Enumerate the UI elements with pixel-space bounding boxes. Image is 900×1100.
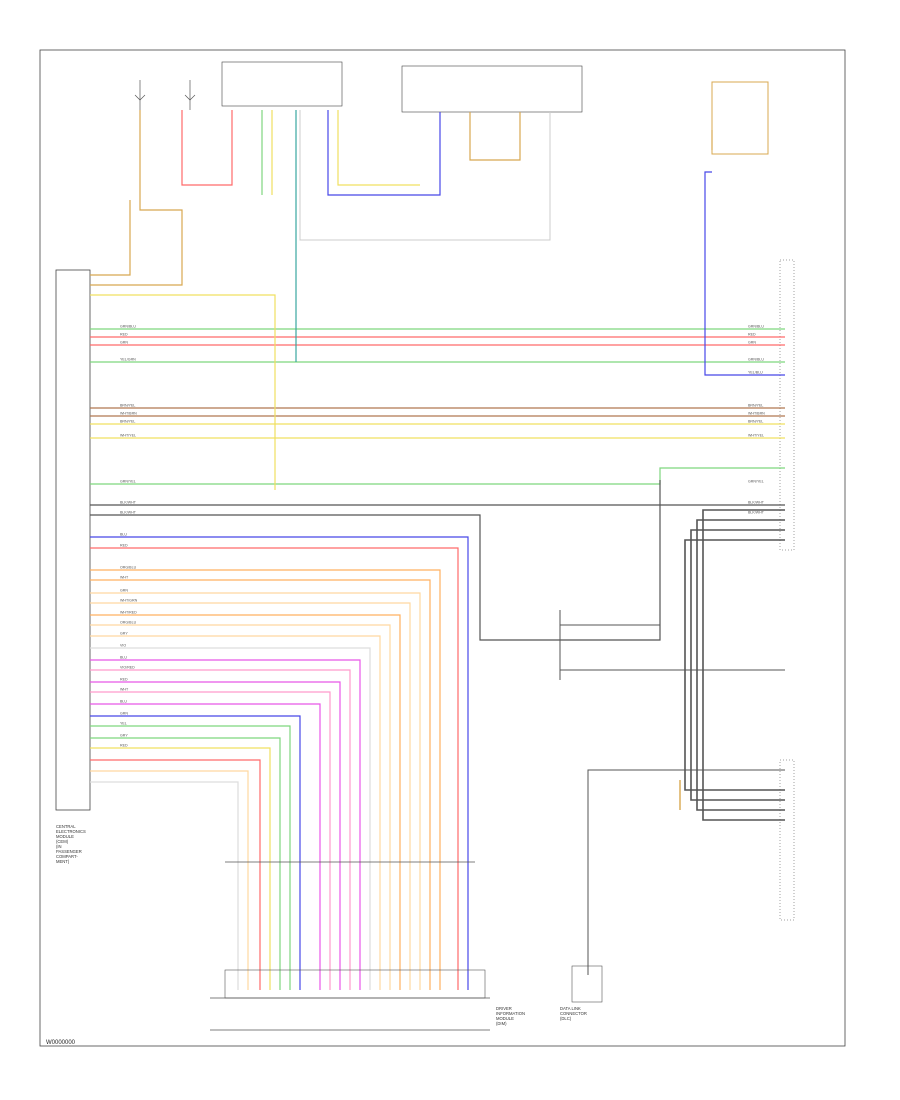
fan-wire-3 xyxy=(90,579,431,990)
bottom-connector-box xyxy=(224,969,486,999)
fan-wire-15 xyxy=(90,715,301,990)
fan-wire-12 xyxy=(90,681,341,990)
black-bundle-3 xyxy=(702,509,785,821)
wire-label-left: GRY xyxy=(120,632,128,636)
wire-tan-switch xyxy=(469,112,521,161)
wire-label-left: BRN/YEL xyxy=(120,420,135,424)
wire-label-left: RED xyxy=(120,678,128,682)
wire-label-left: RED xyxy=(120,544,128,548)
wire-blue-top xyxy=(327,110,441,196)
fan-wire-18 xyxy=(90,747,271,990)
wire-label-left: WHT xyxy=(120,576,129,580)
fan-wire-0 xyxy=(90,536,469,990)
wire-label-right: BRN/YEL xyxy=(748,420,763,424)
wire-label-left: GRN xyxy=(120,712,128,716)
fan-wire-11 xyxy=(90,669,351,990)
wire-yellow-top-2 xyxy=(337,110,420,186)
black-bundle-2 xyxy=(696,519,785,811)
black-bundle-1 xyxy=(690,529,785,801)
wire-label-left: YEL xyxy=(120,722,127,726)
right-lower-module-box xyxy=(779,259,795,551)
fan-wire-1 xyxy=(90,547,459,990)
wire-label-right: BRN/YEL xyxy=(748,404,763,408)
top-switch-box xyxy=(401,65,583,113)
fan-wire-7 xyxy=(90,624,391,990)
fan-wire-16 xyxy=(90,725,291,990)
wire-ground-right-2 xyxy=(90,480,661,641)
wire-label-left: BLK/WHT xyxy=(120,511,137,515)
wire-label-right: GRN xyxy=(748,341,756,345)
wire-label-left: BRN/YEL xyxy=(120,404,135,408)
fan-wire-2 xyxy=(90,569,441,990)
wire-label-left: WHT/YEL xyxy=(120,434,136,438)
diagram-frame xyxy=(39,49,846,1047)
wire-label-left: BLU xyxy=(120,700,127,704)
fan-wire-20 xyxy=(90,770,249,990)
fan-wire-4 xyxy=(90,592,421,990)
wire-label-left: WHT xyxy=(120,688,129,692)
wire-label-left: VIO xyxy=(120,644,126,648)
wire-label-left: BLK/WHT xyxy=(120,501,137,505)
top-left-fuses xyxy=(134,80,196,110)
wire-label-left: GRN xyxy=(120,341,128,345)
dim-connector-box xyxy=(779,759,795,921)
fan-wire-13 xyxy=(90,691,331,990)
wire-label-right: BLK/WHT xyxy=(748,511,765,515)
wire-label-left: RED xyxy=(120,744,128,748)
fan-wire-5 xyxy=(90,602,411,990)
wire-label-right: BLK/WHT xyxy=(748,501,765,505)
wire-label-right: WHT/YEL xyxy=(748,434,764,438)
wire-tan-top-left xyxy=(90,110,183,286)
fan-wire-6 xyxy=(90,614,401,990)
wire-label-left: ORG/BLU xyxy=(120,566,137,570)
fan-wire-14 xyxy=(90,703,321,990)
top-right-connector-box xyxy=(711,81,769,155)
footer-code: W0000000 xyxy=(46,1040,76,1046)
wire-label-left: GRN/BLU xyxy=(120,325,136,329)
wire-label-left: ORG/BLU xyxy=(120,621,137,625)
wire-label-right: GRN/BLU xyxy=(748,358,764,362)
wire-label-left: RED xyxy=(120,333,128,337)
wire-label-right: RED xyxy=(748,333,756,337)
wire-gray-top xyxy=(299,110,551,241)
wire-label-left: VIO/RED xyxy=(120,666,135,670)
fan-wire-10 xyxy=(90,659,361,990)
top-module-box xyxy=(221,61,343,107)
wire-label-left: GRN/YEL xyxy=(120,480,136,484)
wire-yellow-riser xyxy=(90,294,276,490)
fan-wire-9 xyxy=(90,647,371,990)
main-module-box xyxy=(55,269,91,811)
wire-label-left: WHT/BRN xyxy=(120,412,137,416)
wire-green-right xyxy=(90,467,785,485)
wire-tan-top-left-2 xyxy=(90,200,131,276)
wire-red-top xyxy=(181,110,233,186)
wire-label-right: GRN/BLU xyxy=(748,325,764,329)
fan-wire-17 xyxy=(90,737,281,990)
dlc-box xyxy=(571,965,603,1003)
wire-group: GRN/BLU RED GRN YEL/GRN BRN/YEL WHT/BRN BRN/YE… xyxy=(90,110,785,990)
wire-label-left: YEL/GRN xyxy=(120,358,136,362)
wire-label-left: WHT/GRN xyxy=(120,599,138,603)
wire-label-left: BLU xyxy=(120,533,127,537)
wire-label-right: GRN/YEL xyxy=(748,480,764,484)
wire-label-right: YEL/BLU xyxy=(748,371,763,375)
wire-label-left: GRN xyxy=(120,589,128,593)
fan-wire-21 xyxy=(90,781,239,990)
wire-dlc-ground xyxy=(587,769,785,975)
wire-label-left: WHT/RED xyxy=(120,611,137,615)
wire-label-right: WHT/BRN xyxy=(748,412,765,416)
wire-blue-right xyxy=(704,171,785,376)
black-bundle-0 xyxy=(684,539,785,791)
wire-label-left: BLU xyxy=(120,656,127,660)
fan-wire-19 xyxy=(90,759,261,990)
fan-wire-8 xyxy=(90,635,381,990)
wire-label-left: GRY xyxy=(120,734,128,738)
